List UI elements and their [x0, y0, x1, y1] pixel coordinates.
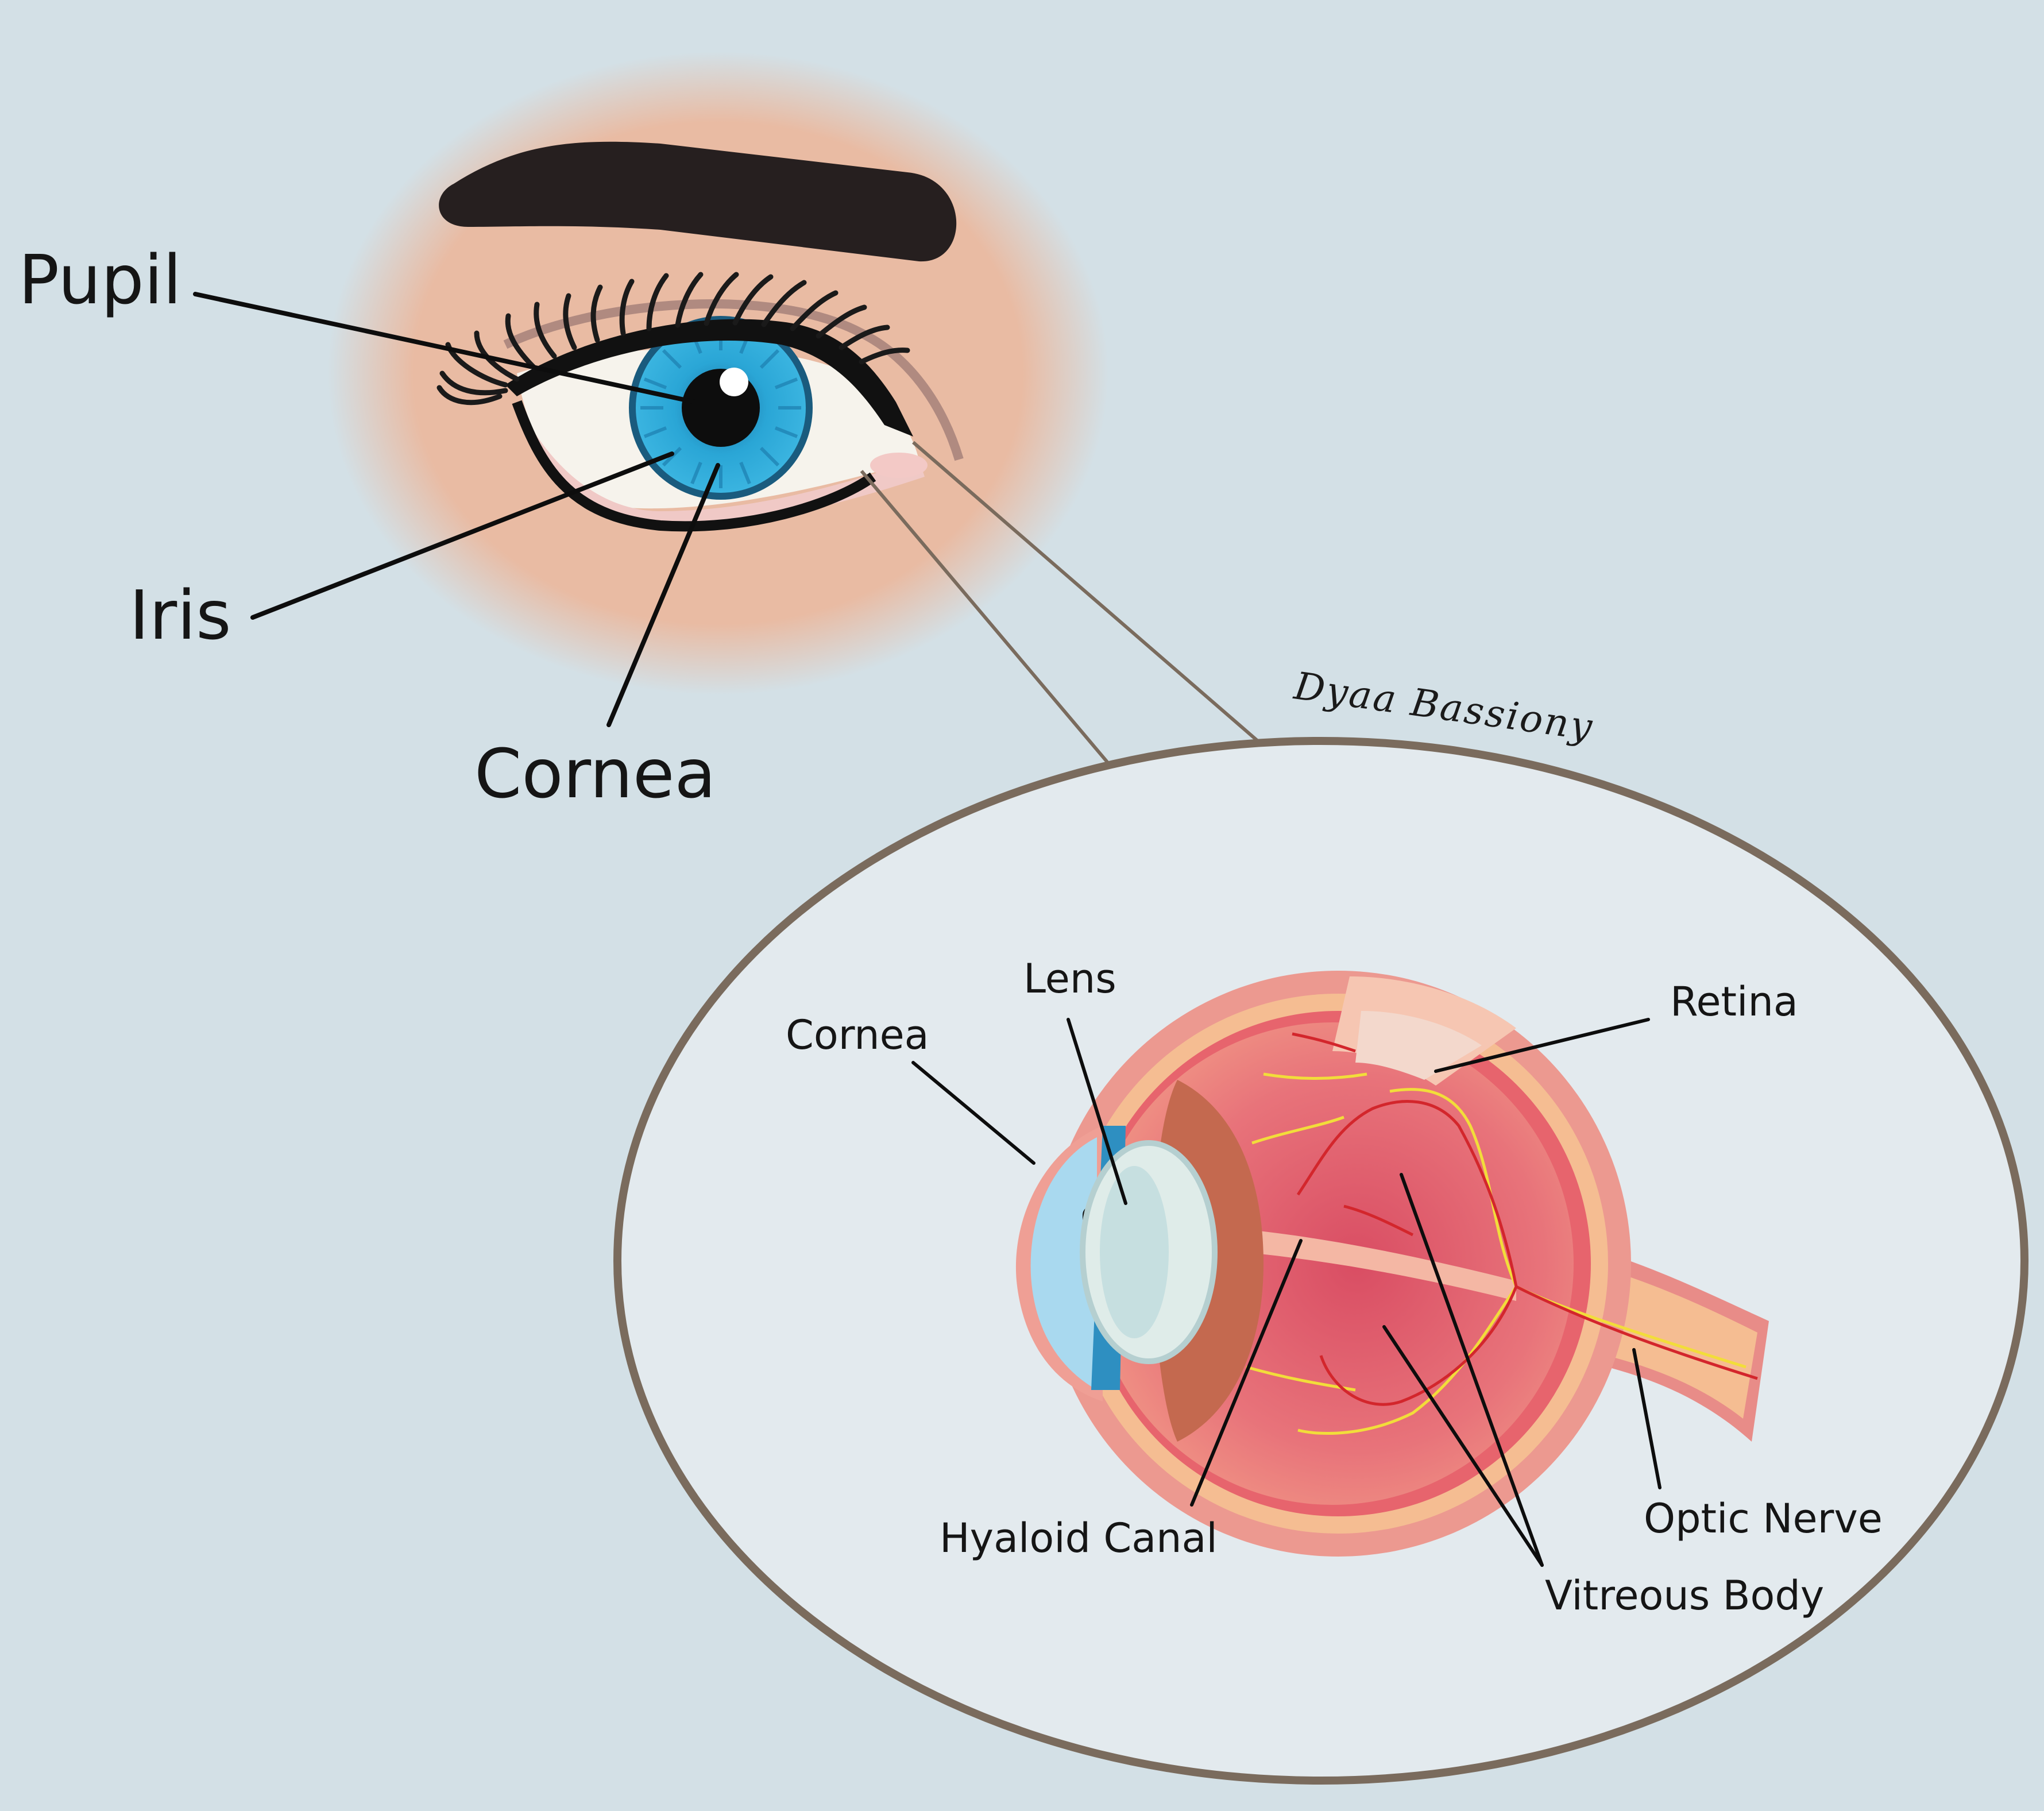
label-pupil: Pupil: [18, 240, 181, 319]
iris-leader: [250, 451, 674, 620]
eyelid-crease: [503, 299, 964, 461]
vitreous-body-leader: [1382, 1325, 1544, 1567]
pupil-highlight: [720, 368, 748, 396]
label-vitreous-body: Vitreous Body: [1545, 1572, 1824, 1619]
section-cut-inner: [1355, 1011, 1482, 1080]
label-cornea-outer: Cornea: [474, 734, 716, 813]
lens-inner: [1100, 1166, 1169, 1338]
cornea-outer-leader: [606, 463, 720, 727]
tear-duct: [870, 453, 928, 478]
label-lens: Lens: [1023, 955, 1116, 1002]
retina-leader: [1434, 1018, 1650, 1073]
label-hyaloid-canal: Hyaloid Canal: [940, 1515, 1218, 1562]
external-eye: [327, 52, 1108, 695]
label-iris: Iris: [129, 576, 231, 655]
label-optic-nerve: Optic Nerve: [1644, 1495, 1883, 1542]
zoom-guide-line: [912, 441, 1259, 743]
blood-vessels: [1292, 1032, 1758, 1406]
lower-eyelid-line: [512, 400, 876, 532]
label-cornea-inner: Cornea: [786, 1011, 929, 1059]
vitreous-body-leader: [1400, 1173, 1544, 1567]
lens-leader: [1067, 1018, 1127, 1205]
upper-eyelid: [505, 319, 913, 437]
eyebrow: [439, 141, 957, 262]
cornea-inner-leader: [911, 1061, 1035, 1165]
label-retina: Retina: [1670, 978, 1798, 1025]
cornea-clear: [1030, 1137, 1097, 1390]
hyaloid-canal-leader: [1190, 1239, 1303, 1507]
signature: Dyaa Bassiony: [1291, 663, 1597, 749]
zoom-guide-line: [860, 470, 1113, 768]
optic-nerve-leader: [1632, 1348, 1662, 1489]
pupil-leader: [193, 292, 697, 404]
